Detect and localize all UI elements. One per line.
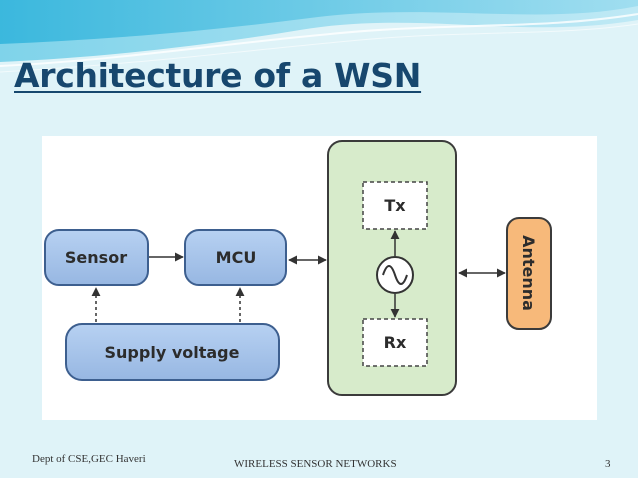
mcu-label: MCU <box>216 248 257 267</box>
footer-department: Dept of CSE,GEC Haveri <box>32 453 146 465</box>
sine-wave-icon <box>376 256 414 294</box>
sensor-block <box>44 229 149 286</box>
footer-course-title: WIRELESS SENSOR NETWORKS <box>234 458 397 470</box>
tx-block <box>362 181 428 230</box>
rx-block <box>362 318 428 367</box>
footer-page-number: 3 <box>605 458 611 470</box>
antenna-block <box>506 217 552 330</box>
slide-title: Architecture of a WSN <box>14 56 422 95</box>
antenna-label: Antenna <box>519 235 538 311</box>
tx-label: Tx <box>384 196 406 215</box>
mcu-block <box>184 229 287 286</box>
supply-voltage-block <box>65 323 280 381</box>
wsn-architecture-diagram: Tx Rx Sensor MCU Supply voltage A <box>42 136 597 420</box>
sensor-label: Sensor <box>65 248 127 267</box>
rx-label: Rx <box>384 333 407 352</box>
header-wave-decoration <box>0 0 638 73</box>
supply-voltage-label: Supply voltage <box>105 343 240 362</box>
